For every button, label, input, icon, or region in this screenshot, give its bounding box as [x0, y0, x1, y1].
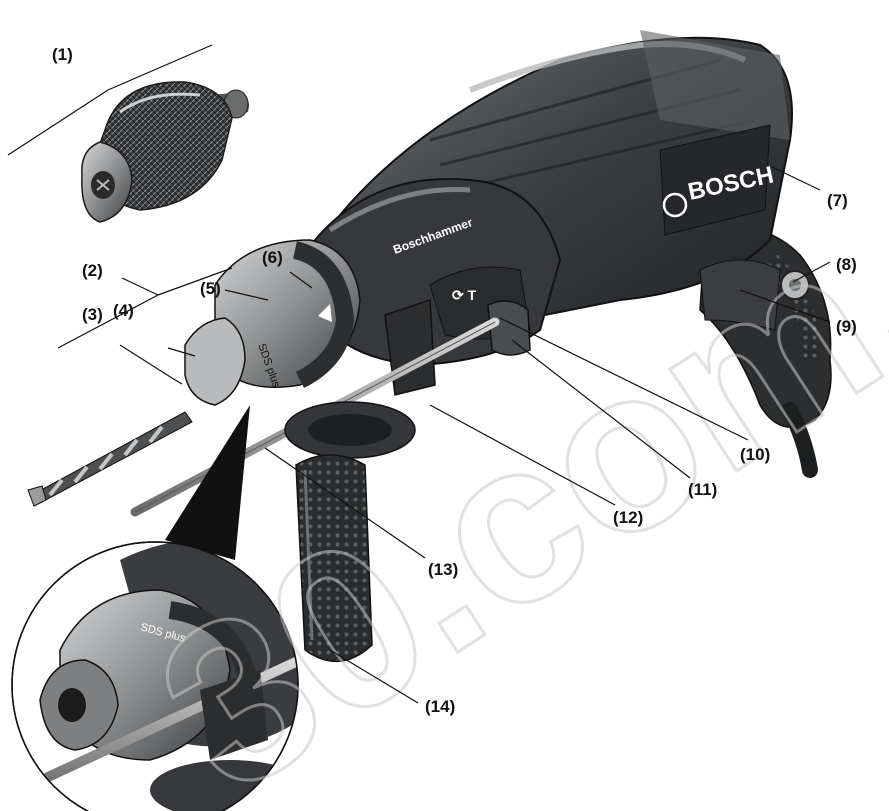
switch-marks: ⟳ T — [452, 287, 477, 303]
leader-lines — [7, 44, 831, 704]
callout-7: (7) — [827, 191, 848, 210]
rotary-hammer: BOSCH Boschhammer ⟳ T SDS plus — [27, 30, 832, 663]
callout-8: (8) — [836, 255, 857, 274]
callout-labels: (1) (2) (3) (4) (5) (6) (7) (8) (9) (10)… — [52, 45, 857, 716]
callout-6: (6) — [262, 248, 283, 267]
brand-logo-icon — [662, 192, 688, 218]
callout-11: (11) — [688, 480, 717, 499]
callout-13: (13) — [428, 560, 458, 579]
callout-10: (10) — [740, 445, 770, 464]
callout-9: (9) — [836, 317, 857, 336]
detail-inset: SDS plus — [11, 405, 299, 811]
mode-selector — [487, 300, 531, 356]
auxiliary-handle — [295, 454, 373, 663]
callout-2: (2) — [82, 261, 103, 280]
callout-4: (4) — [113, 301, 134, 320]
callout-1: (1) — [52, 45, 73, 64]
keyless-chuck — [81, 81, 249, 223]
callout-14: (14) — [425, 697, 455, 716]
callout-5: (5) — [200, 279, 221, 298]
callout-3: (3) — [82, 305, 103, 324]
power-cable — [782, 402, 818, 478]
callout-12: (12) — [613, 508, 643, 527]
